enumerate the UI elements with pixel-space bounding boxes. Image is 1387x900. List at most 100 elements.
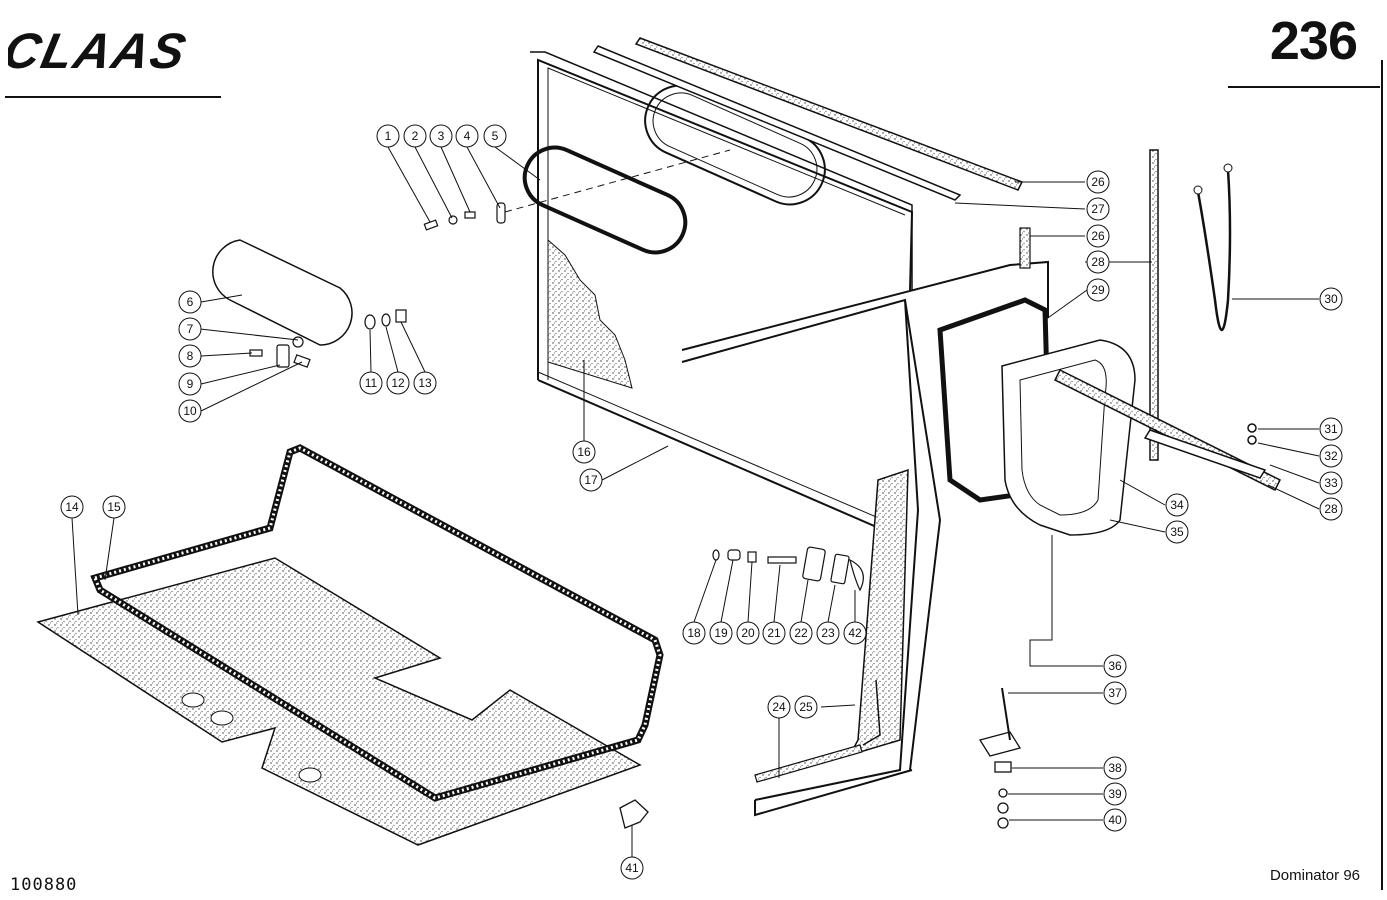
svg-text:34: 34 bbox=[1170, 498, 1184, 512]
callout-7: 7 bbox=[178, 317, 202, 341]
svg-text:10: 10 bbox=[183, 404, 197, 418]
model-name: Dominator 96 bbox=[1269, 867, 1360, 884]
roof-rails bbox=[592, 37, 1024, 201]
frame-top-border bbox=[228, 98, 1228, 99]
svg-text:25: 25 bbox=[799, 700, 813, 714]
header-rule-left bbox=[5, 96, 221, 98]
svg-text:15: 15 bbox=[107, 500, 121, 514]
callout-18: 18 bbox=[682, 621, 706, 645]
svg-text:41: 41 bbox=[625, 861, 639, 875]
svg-text:26: 26 bbox=[1091, 229, 1105, 243]
callout-9: 9 bbox=[178, 372, 202, 396]
svg-text:27: 27 bbox=[1091, 202, 1105, 216]
callout-21: 21 bbox=[762, 621, 786, 645]
callout-17: 17 bbox=[579, 468, 603, 492]
svg-text:20: 20 bbox=[741, 626, 755, 640]
callout-29: 29 bbox=[1086, 278, 1110, 302]
callout-16: 16 bbox=[572, 440, 596, 464]
callout-28-bottom: 28 bbox=[1319, 497, 1343, 521]
svg-text:8: 8 bbox=[187, 349, 194, 363]
svg-text:32: 32 bbox=[1324, 449, 1338, 463]
svg-text:31: 31 bbox=[1324, 422, 1338, 436]
svg-text:12: 12 bbox=[391, 376, 405, 390]
callout-36: 36 bbox=[1103, 654, 1127, 678]
callout-33: 33 bbox=[1319, 471, 1343, 495]
floor-seal-frame bbox=[90, 444, 664, 802]
svg-text:37: 37 bbox=[1108, 686, 1122, 700]
svg-text:18: 18 bbox=[687, 626, 701, 640]
door-window-parts bbox=[937, 297, 1136, 536]
svg-text:33: 33 bbox=[1324, 476, 1338, 490]
callout-8: 8 bbox=[178, 344, 202, 368]
svg-text:39: 39 bbox=[1108, 787, 1122, 801]
callout-13: 13 bbox=[413, 371, 437, 395]
svg-text:19: 19 bbox=[714, 626, 728, 640]
callout-4: 4 bbox=[455, 124, 479, 148]
callout-10: 10 bbox=[178, 399, 202, 423]
frame-right-border bbox=[1381, 60, 1383, 890]
lower-door-rail bbox=[1053, 368, 1282, 492]
svg-text:CLAAS: CLAAS bbox=[8, 24, 192, 76]
svg-text:1: 1 bbox=[385, 129, 392, 143]
callout-14: 14 bbox=[60, 495, 84, 519]
svg-text:13: 13 bbox=[418, 376, 432, 390]
callout-6: 6 bbox=[178, 290, 202, 314]
callout-34: 34 bbox=[1165, 493, 1189, 517]
callout-38: 38 bbox=[1103, 756, 1127, 780]
svg-text:28: 28 bbox=[1324, 502, 1338, 516]
svg-text:40: 40 bbox=[1108, 813, 1122, 827]
svg-text:36: 36 bbox=[1108, 659, 1122, 673]
rear-wall-panel bbox=[530, 51, 914, 536]
callout-28-top: 28 bbox=[1086, 250, 1110, 274]
callout-42: 42 bbox=[843, 621, 867, 645]
svg-text:11: 11 bbox=[365, 376, 378, 390]
hinge-bracket bbox=[978, 687, 1022, 829]
floor-mat bbox=[36, 557, 642, 846]
svg-text:7: 7 bbox=[187, 322, 194, 336]
svg-text:9: 9 bbox=[187, 377, 194, 391]
seal-strip-and-cable bbox=[1019, 149, 1233, 461]
clip-part bbox=[619, 799, 649, 829]
callout-19: 19 bbox=[709, 621, 733, 645]
callout-25: 25 bbox=[794, 695, 818, 719]
callout-26-top: 26 bbox=[1086, 170, 1110, 194]
claas-logo: CLAAS bbox=[8, 24, 192, 76]
svg-text:3: 3 bbox=[438, 129, 445, 143]
callout-15: 15 bbox=[102, 495, 126, 519]
svg-text:6: 6 bbox=[187, 295, 194, 309]
callout-27: 27 bbox=[1086, 197, 1110, 221]
callout-35: 35 bbox=[1165, 520, 1189, 544]
callout-40: 40 bbox=[1103, 808, 1127, 832]
callout-39: 39 bbox=[1103, 782, 1127, 806]
svg-text:35: 35 bbox=[1170, 525, 1184, 539]
callout-26-mid: 26 bbox=[1086, 224, 1110, 248]
svg-text:42: 42 bbox=[848, 626, 862, 640]
callout-23: 23 bbox=[816, 621, 840, 645]
callout-32: 32 bbox=[1319, 444, 1343, 468]
latch-parts bbox=[712, 546, 864, 592]
sill-strips bbox=[754, 744, 863, 783]
callout-20: 20 bbox=[736, 621, 760, 645]
svg-text:24: 24 bbox=[772, 700, 786, 714]
svg-text:21: 21 bbox=[767, 626, 781, 640]
header-rule-right bbox=[1228, 86, 1380, 88]
svg-text:30: 30 bbox=[1324, 292, 1338, 306]
svg-text:16: 16 bbox=[577, 445, 591, 459]
callout-24: 24 bbox=[767, 695, 791, 719]
svg-text:17: 17 bbox=[584, 473, 598, 487]
svg-text:4: 4 bbox=[464, 129, 471, 143]
cover-plate bbox=[212, 239, 353, 346]
callout-12: 12 bbox=[386, 371, 410, 395]
drawing-number: 100880 bbox=[10, 875, 78, 895]
callout-30: 30 bbox=[1319, 287, 1343, 311]
svg-text:22: 22 bbox=[794, 626, 808, 640]
callout-1: 1 bbox=[376, 124, 400, 148]
callout-31: 31 bbox=[1319, 417, 1343, 441]
callouts: 1 2 3 4 5 6 7 8 9 10 11 12 13 14 15 16 1… bbox=[60, 124, 1343, 880]
rear-window-seal bbox=[522, 145, 688, 255]
svg-text:23: 23 bbox=[821, 626, 835, 640]
svg-text:2: 2 bbox=[412, 129, 419, 143]
svg-text:5: 5 bbox=[492, 129, 499, 143]
svg-text:29: 29 bbox=[1091, 283, 1105, 297]
